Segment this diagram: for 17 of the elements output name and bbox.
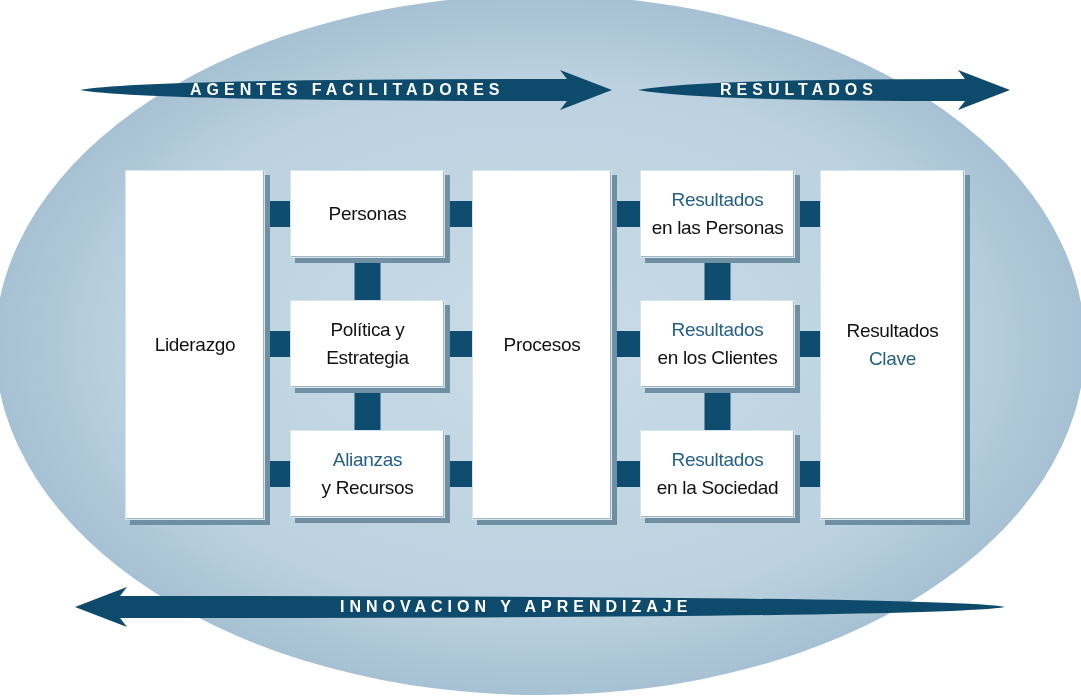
- box-label: Resultados: [671, 447, 764, 472]
- box-label: Personas: [328, 201, 407, 226]
- box-label: Alianzas: [332, 447, 403, 472]
- box-label: Resultados: [846, 318, 939, 343]
- box-label: en los Clientes: [657, 346, 778, 370]
- box-label: Liderazgo: [154, 332, 236, 357]
- box-label: Clave: [868, 347, 917, 371]
- box-label: Resultados: [671, 187, 764, 212]
- box-label: en la Sociedad: [656, 476, 779, 500]
- banner-label: RESULTADOS: [720, 80, 878, 100]
- box-label: y Recursos: [321, 476, 414, 500]
- box-label: en las Personas: [651, 216, 784, 240]
- banner-label: AGENTES FACILITADORES: [190, 80, 505, 100]
- banner-label: INNOVACION Y APRENDIZAJE: [340, 597, 693, 617]
- box-label: Procesos: [503, 332, 581, 357]
- box-label: Política y Estrategia: [325, 317, 410, 370]
- box-label: Resultados: [671, 317, 764, 342]
